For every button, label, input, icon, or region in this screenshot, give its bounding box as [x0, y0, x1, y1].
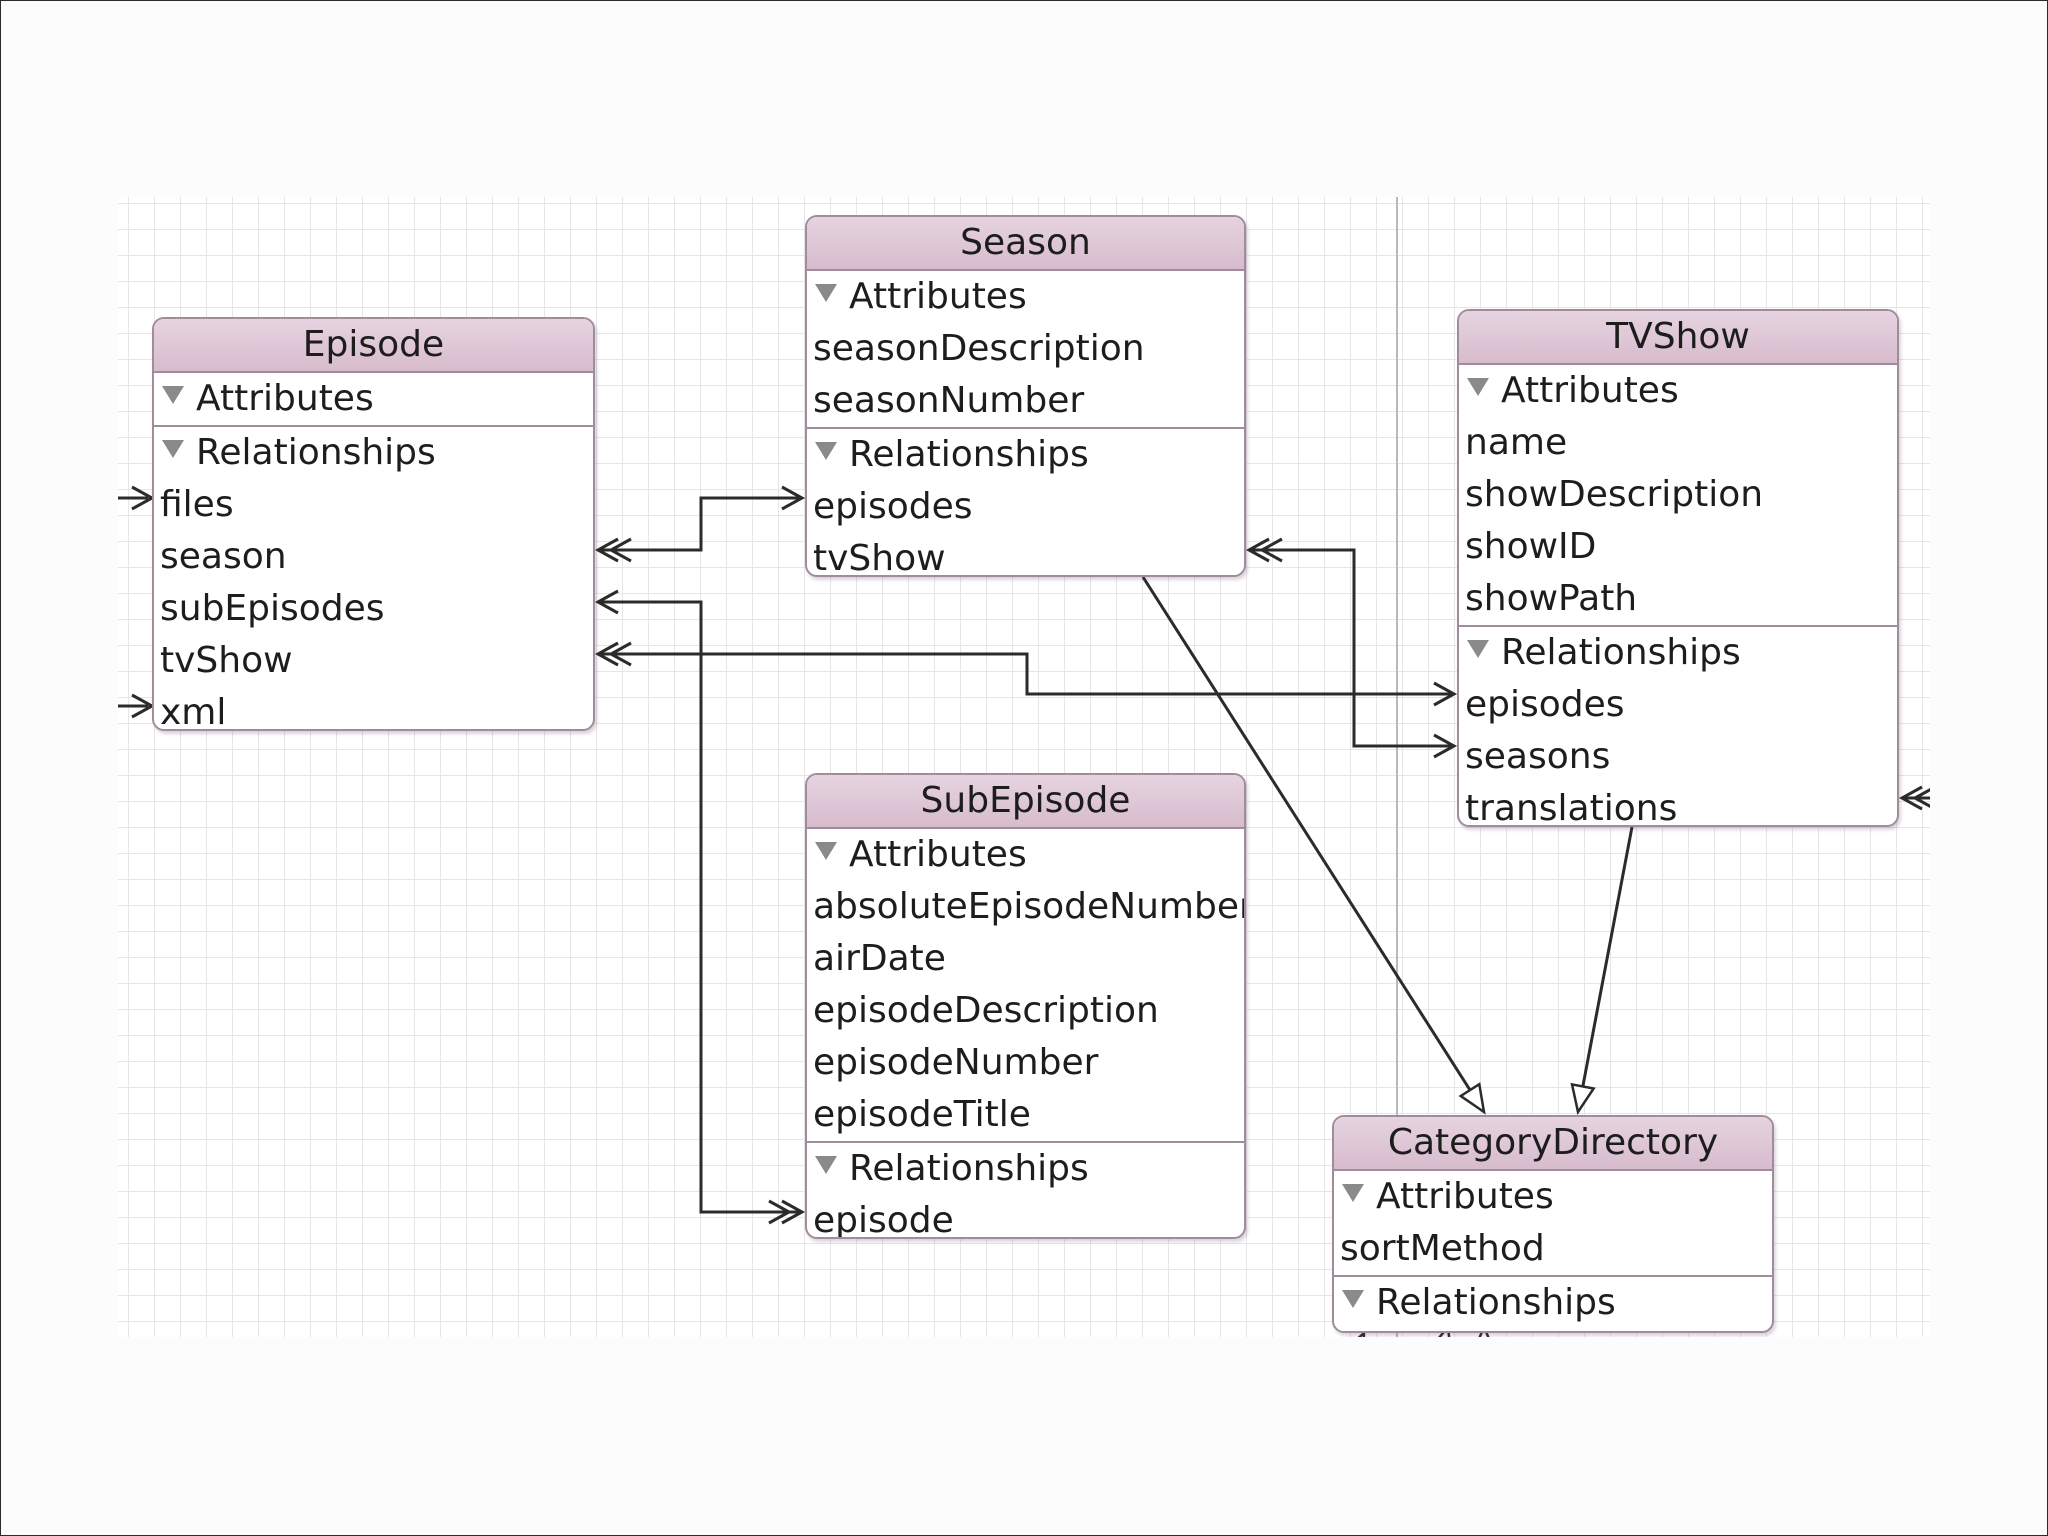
season-episodes-connector [598, 496, 802, 552]
entity-subepisode[interactable]: SubEpisode Attributes absoluteEpisodeNum… [805, 773, 1246, 1239]
disclosure-triangle-icon[interactable] [162, 440, 184, 458]
subepisodes-connector [598, 600, 802, 1214]
tvshow-inheritance-head [1570, 1082, 1596, 1116]
attribute-name[interactable]: name [1465, 422, 1568, 463]
season-episodes-arrow-to-episode [594, 537, 619, 563]
attribute-seasonnumber[interactable]: seasonNumber [813, 380, 1085, 421]
translations-stub-arrow [1898, 785, 1923, 811]
attributes-section-header[interactable]: Attributes [154, 373, 593, 425]
relationship-episode[interactable]: episode [813, 1200, 954, 1239]
relationship-translations[interactable]: translations [1465, 788, 1678, 827]
entity-categorydirectory-title: CategoryDirectory [1334, 1117, 1772, 1171]
attributes-header-label: Attributes [1501, 370, 1679, 411]
attribute-airdate[interactable]: airDate [813, 938, 946, 979]
translations-stub-arrow-second [1911, 788, 1930, 808]
relationships-header-label: Relationships [196, 432, 436, 473]
relationships-section-header[interactable]: Relationships [154, 425, 593, 479]
season-inheritance-head [1458, 1082, 1486, 1115]
tvshow-inheritance-line [1576, 826, 1634, 1113]
relationships-section-header[interactable]: Relationships [1334, 1275, 1772, 1329]
tvshow-episodes-arrow-to-tvshow [1433, 681, 1458, 707]
entity-season-title: Season [807, 217, 1244, 271]
attribute-seasondescription[interactable]: seasonDescription [813, 328, 1145, 369]
season-episodes-arrow-to-season [781, 485, 806, 511]
entity-categorydirectory[interactable]: CategoryDirectory Attributes sortMethod … [1332, 1115, 1774, 1333]
attribute-episodenumber[interactable]: episodeNumber [813, 1042, 1099, 1083]
attributes-header-label: Attributes [196, 378, 374, 419]
attributes-section-header[interactable]: Attributes [1459, 365, 1897, 417]
attributes-header-label: Attributes [1376, 1176, 1554, 1217]
tvshow-episodes-arrow-to-episode-second [607, 641, 632, 667]
season-tvshow-arrow-to-tvshow [1433, 733, 1458, 759]
attribute-showdescription[interactable]: showDescription [1465, 474, 1764, 515]
attributes-header-label: Attributes [849, 276, 1027, 317]
relationships-header-label: Relationships [1376, 1282, 1616, 1323]
relationships-section-header[interactable]: Relationships [807, 1141, 1244, 1195]
disclosure-triangle-icon[interactable] [1342, 1184, 1364, 1202]
disclosure-triangle-icon[interactable] [1467, 378, 1489, 396]
relationship-xml[interactable]: xml [160, 692, 227, 731]
season-tvshow-arrow-to-season [1245, 537, 1270, 563]
relationship-episodes[interactable]: episodes [1465, 684, 1625, 725]
attribute-showpath[interactable]: showPath [1465, 578, 1638, 619]
season-inheritance-line [1141, 576, 1486, 1113]
entity-tvshow[interactable]: TVShow Attributes name showDescription s… [1457, 309, 1899, 827]
relationship-files[interactable]: files [160, 484, 234, 525]
disclosure-triangle-icon[interactable] [1342, 1290, 1364, 1308]
disclosure-triangle-icon[interactable] [162, 386, 184, 404]
season-episodes-arrow-to-episode-second [607, 537, 632, 563]
relationships-header-label: Relationships [1501, 632, 1741, 673]
relationship-season[interactable]: season [160, 536, 287, 577]
attribute-episodedescription[interactable]: episodeDescription [813, 990, 1159, 1031]
disclosure-triangle-icon[interactable] [815, 842, 837, 860]
season-tvshow-arrow-to-season-second [1258, 537, 1283, 563]
attribute-sortmethod[interactable]: sortMethod [1340, 1228, 1545, 1269]
attributes-section-header[interactable]: Attributes [807, 829, 1244, 881]
relationships-section-header[interactable]: Relationships [1459, 625, 1897, 679]
disclosure-triangle-icon[interactable] [815, 442, 837, 460]
entity-episode[interactable]: Episode Attributes Relationships files s… [152, 317, 595, 731]
disclosure-triangle-icon[interactable] [815, 284, 837, 302]
subepisodes-arrow-to-subepisode [781, 1199, 806, 1225]
tvshow-episodes-connector [598, 652, 1454, 696]
attributes-section-header[interactable]: Attributes [807, 271, 1244, 323]
attributes-section-header[interactable]: Attributes [1334, 1171, 1772, 1223]
attributes-header-label: Attributes [849, 834, 1027, 875]
relationship-tvshow[interactable]: tvShow [813, 538, 946, 577]
entity-tvshow-title: TVShow [1459, 311, 1897, 365]
disclosure-triangle-icon[interactable] [1467, 640, 1489, 658]
entity-subepisode-title: SubEpisode [807, 775, 1244, 829]
relationships-header-label: Relationships [849, 1148, 1089, 1189]
relationship-tvshow[interactable]: tvShow [160, 640, 293, 681]
relationships-header-label: Relationships [849, 434, 1089, 475]
relationship-connectors [118, 485, 1930, 1337]
season-tvshow-connector [1249, 548, 1454, 748]
subclass-inheritance-head-a [1357, 1330, 1366, 1337]
page-divider [1396, 197, 1398, 1337]
attribute-episodetitle[interactable]: episodeTitle [813, 1094, 1031, 1135]
disclosure-triangle-icon[interactable] [815, 1156, 837, 1174]
subepisodes-arrow-to-episode [594, 589, 619, 615]
relationships-section-header[interactable]: Relationships [807, 427, 1244, 481]
subepisodes-arrow-to-subepisode-second [768, 1199, 793, 1225]
tvshow-episodes-arrow-to-episode [594, 641, 619, 667]
relationship-episodes[interactable]: episodes [813, 486, 973, 527]
relationship-subepisodes[interactable]: subEpisodes [160, 588, 385, 629]
model-editor-canvas[interactable]: Episode Attributes Relationships files s… [118, 197, 1930, 1337]
entity-episode-title: Episode [154, 319, 593, 373]
attribute-absoluteepisodenumber[interactable]: absoluteEpisodeNumber [813, 886, 1246, 927]
attribute-showid[interactable]: showID [1465, 526, 1597, 567]
entity-season[interactable]: Season Attributes seasonDescription seas… [805, 215, 1246, 577]
relationship-seasons[interactable]: seasons [1465, 736, 1611, 777]
